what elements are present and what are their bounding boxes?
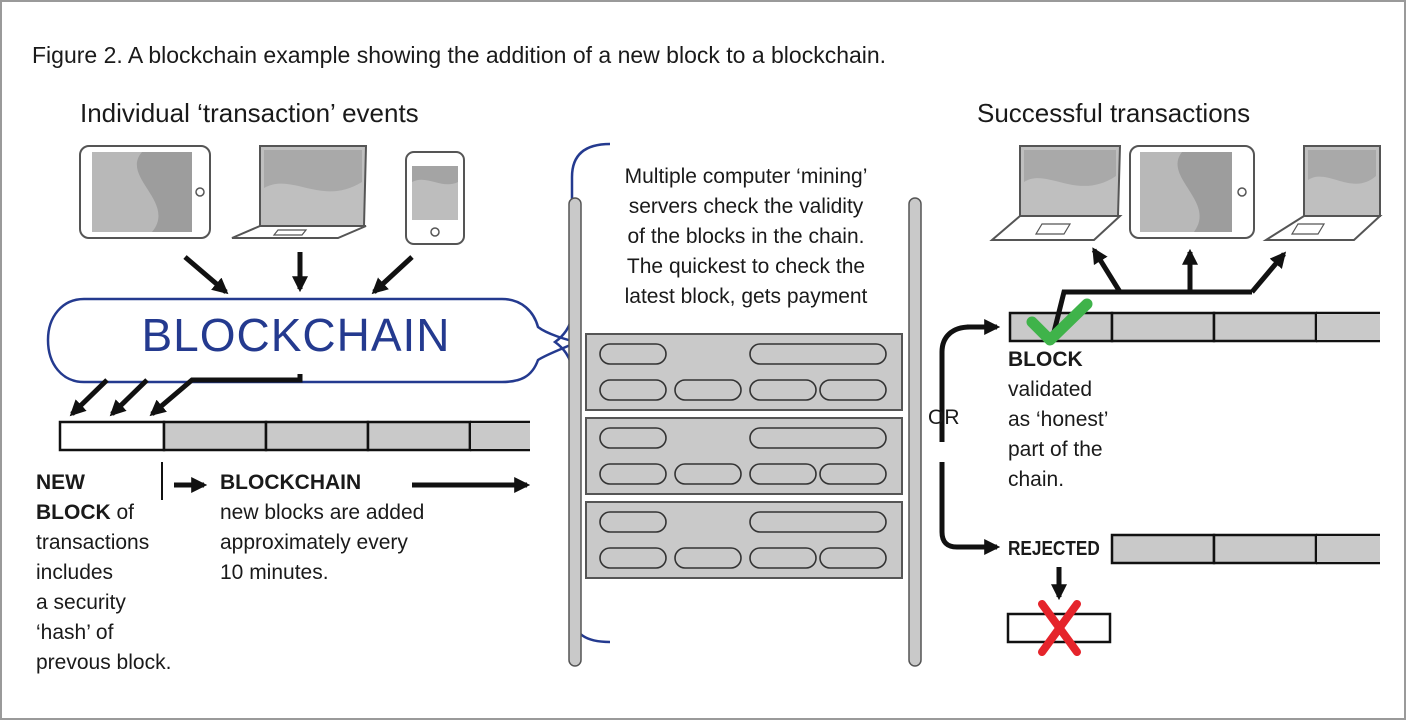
server-slot — [599, 547, 667, 569]
arrow-tablet-to-blockchain — [183, 255, 229, 295]
validated-text: validated — [1008, 378, 1093, 401]
figure-caption: Figure 2. A blockchain example showing t… — [32, 42, 887, 68]
new-block-text: prevous block. — [36, 651, 172, 674]
blockchain-banner — [46, 297, 581, 384]
validated-text: chain. — [1008, 468, 1065, 491]
new-block-text: transactions — [36, 531, 150, 554]
or-label: OR — [928, 406, 960, 429]
tablet-icon — [1129, 145, 1255, 239]
right-heading: Successful transactions — [977, 98, 1251, 128]
server-slot — [599, 427, 667, 449]
rejected-label: REJECTED — [1008, 538, 1100, 560]
left-heading: Individual ‘transaction’ events — [80, 98, 419, 128]
rack-rail-left — [568, 197, 582, 667]
laptop-icon — [989, 145, 1123, 241]
server-slot — [819, 463, 887, 485]
new-block-description: NEW BLOCK of transactions includes a sec… — [36, 468, 171, 678]
new-block-line2: BLOCK of — [36, 498, 171, 528]
mining-line: of the blocks in the chain. — [627, 225, 865, 248]
server-slot — [749, 343, 887, 365]
new-block-bold: BLOCK — [36, 501, 111, 524]
server-slot — [819, 547, 887, 569]
new-block — [58, 420, 166, 452]
server-slot — [674, 547, 742, 569]
check-mark-icon — [1026, 298, 1093, 346]
server-unit — [585, 501, 903, 579]
left-chain — [58, 420, 530, 452]
server-rack-icon — [585, 333, 903, 579]
rack-rail-right — [908, 197, 922, 667]
chain-description: BLOCKCHAIN new blocks are added approxim… — [220, 468, 424, 588]
blockchain-title: BLOCKCHAIN — [141, 309, 451, 361]
red-cross-icon — [1038, 600, 1081, 656]
chain-block — [162, 420, 268, 452]
server-slot — [674, 379, 742, 401]
server-slot — [749, 463, 817, 485]
new-block-text: ‘hash’ of — [36, 621, 114, 644]
laptop-icon — [231, 145, 368, 239]
distribution-arrows — [1051, 247, 1287, 333]
chain-label-text: 10 minutes. — [220, 561, 329, 584]
new-block-of: of — [110, 501, 135, 524]
mining-line: latest block, gets payment — [624, 285, 868, 308]
mining-description: Multiple computer ‘mining’ servers check… — [594, 162, 898, 312]
mining-line: Multiple computer ‘mining’ — [624, 165, 868, 188]
rejected-chain — [1110, 533, 1380, 565]
new-block-line1: NEW — [36, 471, 85, 494]
server-slot — [599, 343, 667, 365]
chain-label-text: approximately every — [220, 531, 408, 554]
validated-text: as ‘honest’ — [1008, 408, 1109, 431]
server-unit — [585, 333, 903, 411]
server-slot — [599, 511, 667, 533]
server-slot — [749, 547, 817, 569]
or-branch — [939, 324, 992, 550]
validated-description: BLOCK validated as ‘honest’ part of the … — [1008, 345, 1108, 495]
arrow-phone-to-blockchain — [371, 255, 414, 295]
validated-title: BLOCK — [1008, 348, 1083, 371]
tablet-icon — [79, 145, 211, 239]
smartphone-icon — [405, 151, 465, 245]
mining-line: servers check the validity — [628, 195, 864, 218]
server-slot — [749, 511, 887, 533]
mining-line: The quickest to check the — [626, 255, 866, 278]
server-slot — [749, 379, 817, 401]
validated-text: part of the — [1008, 438, 1103, 461]
chain-block — [264, 420, 370, 452]
chain-label-title: BLOCKCHAIN — [220, 471, 362, 494]
hash-arrows — [69, 374, 303, 417]
server-slot — [674, 463, 742, 485]
server-slot — [819, 379, 887, 401]
server-unit — [585, 417, 903, 495]
new-block-text: a security — [36, 591, 126, 614]
server-slot — [749, 427, 887, 449]
laptop-icon — [1262, 145, 1383, 241]
new-block-text: includes — [36, 561, 114, 584]
server-slot — [599, 463, 667, 485]
chain-block — [366, 420, 472, 452]
chain-label-text: new blocks are added — [220, 501, 425, 524]
server-slot — [599, 379, 667, 401]
